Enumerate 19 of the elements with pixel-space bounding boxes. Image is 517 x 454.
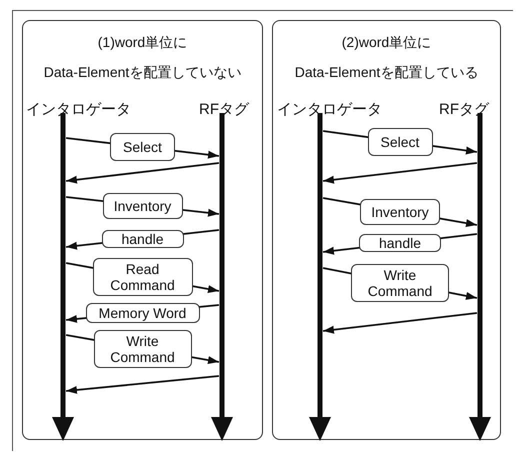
message-label: handle [359, 234, 441, 252]
message-label: Inventory [102, 192, 182, 218]
message-arrow [66, 375, 220, 394]
message-arrow [66, 162, 220, 184]
message-label: handle [102, 230, 184, 248]
message-label: Read Command [92, 258, 192, 296]
panel-heading: (1)word単位にData-Elementを配置していない [42, 33, 242, 82]
message-label: Select [368, 128, 432, 156]
message-arrow [322, 312, 478, 334]
panel-box [272, 20, 501, 440]
lifeline-label: インタロゲータ [277, 101, 382, 119]
message-label: Write Command [351, 264, 449, 302]
message-label: Memory Word [86, 302, 200, 322]
message-label: Write Command [94, 330, 192, 368]
message-label: Inventory [360, 198, 440, 224]
message-label: Select [110, 133, 175, 161]
message-arrow [322, 162, 478, 184]
panel-heading: (2)word単位にData-Elementを配置している [294, 33, 480, 82]
panel-box [22, 20, 263, 440]
